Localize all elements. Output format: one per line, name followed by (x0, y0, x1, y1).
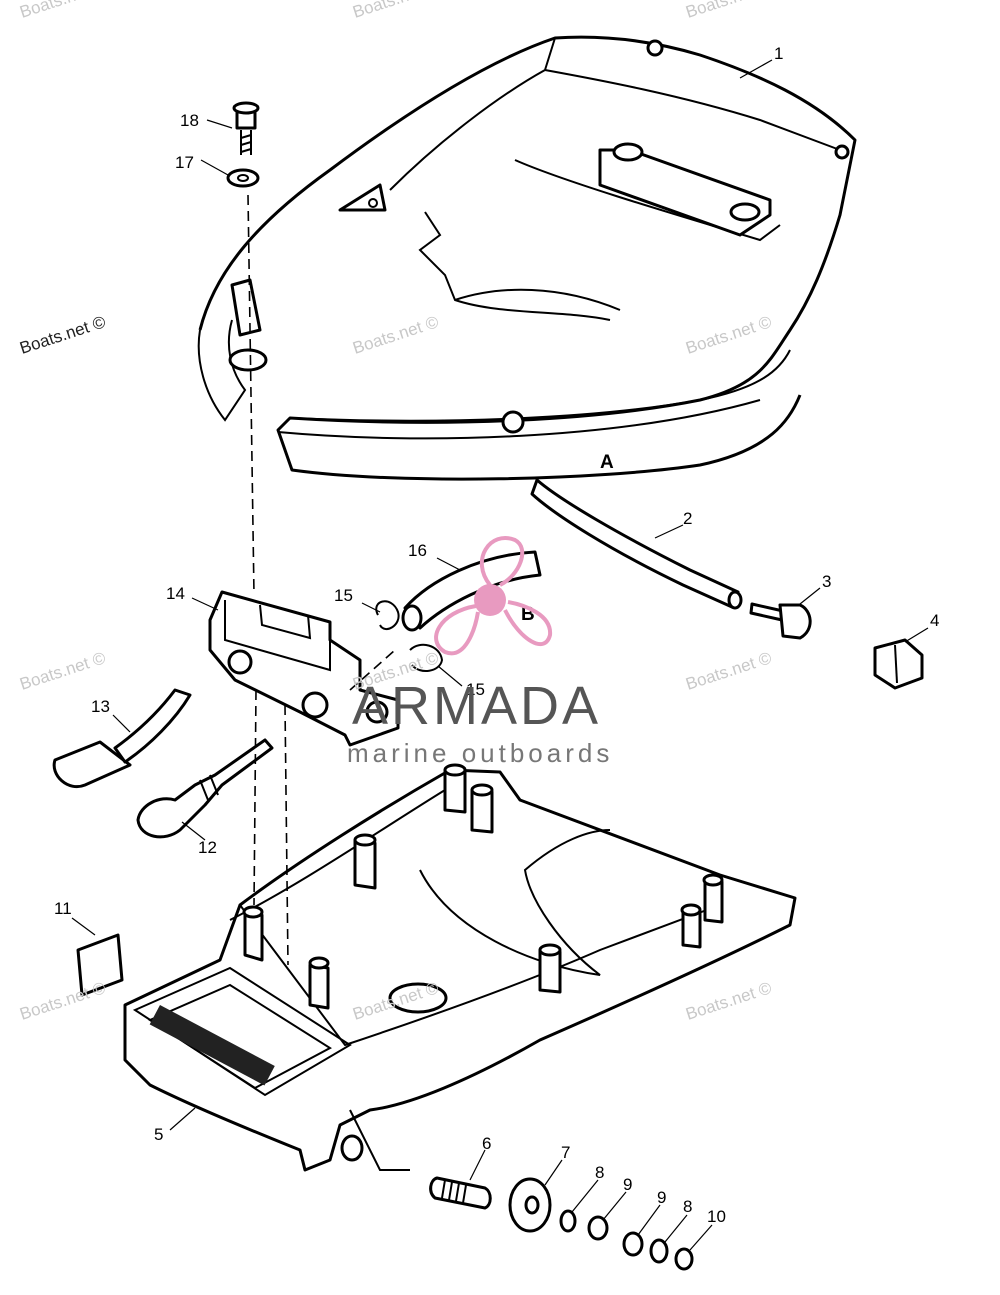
callout-13: 13 (91, 697, 110, 716)
part-4-plug (873, 638, 924, 690)
part-7-washer (508, 1177, 552, 1233)
bosses (242, 763, 724, 1010)
callout-9a: 9 (623, 1175, 632, 1194)
callout-4: 4 (930, 611, 939, 630)
watermark-4: Boats.net © (17, 312, 108, 358)
callout-16: 16 (408, 541, 427, 560)
detail-letter-a: A (600, 452, 614, 473)
callout-5: 5 (154, 1125, 163, 1144)
part-15-clips (375, 600, 444, 672)
part-11-decal (76, 933, 124, 997)
callout-11: 11 (54, 899, 72, 918)
callout-8b: 8 (683, 1197, 692, 1216)
brand-name: ARMADA (352, 676, 601, 736)
callout-17: 17 (175, 153, 194, 172)
leader-lines (71, 59, 929, 1251)
callout-15a: 15 (334, 586, 353, 605)
watermark-2: Boats.net © (350, 0, 441, 22)
callout-3: 3 (822, 572, 831, 591)
watermark-10: Boats.net © (17, 978, 108, 1024)
brand-watermark: ARMADA marine outboards (347, 536, 613, 768)
part-6-stud (429, 1176, 492, 1210)
part-5-bottom-cowl (123, 763, 797, 1172)
part-1-top-cowl (197, 35, 857, 481)
part-16-elbow-hose (401, 550, 542, 632)
part-13-hose-connector (52, 688, 192, 789)
callout-6: 6 (482, 1134, 491, 1153)
watermark-3: Boats.net © (683, 0, 774, 22)
callout-10: 10 (707, 1207, 726, 1226)
callout-14: 14 (166, 584, 185, 603)
part-12-fitting (136, 738, 274, 839)
watermark-9: Boats.net © (683, 648, 774, 694)
brand-tagline: marine outboards (347, 738, 613, 768)
callout-7: 7 (561, 1143, 570, 1162)
part-2-hose (530, 478, 743, 610)
assembly-lines (247, 194, 396, 966)
part-14-bracket (208, 590, 400, 747)
part-3-fitting (749, 602, 812, 640)
callout-1: 1 (774, 44, 783, 63)
parts-17-18-screw-washer (226, 101, 260, 188)
propeller-logo (434, 536, 553, 656)
watermark-1: Boats.net © (17, 0, 108, 22)
callout-15b: 15 (466, 680, 485, 699)
callout-9b: 9 (657, 1188, 666, 1207)
callout-18: 18 (180, 111, 199, 130)
embossed-lettering (149, 1004, 275, 1086)
callout-12: 12 (198, 838, 217, 857)
parts-8-9-10-hardware (559, 1209, 694, 1271)
watermark-7: Boats.net © (17, 648, 108, 694)
callout-8a: 8 (595, 1163, 604, 1182)
callout-labels: 1 2 3 4 5 6 7 8 9 9 8 10 11 12 13 14 15 … (54, 44, 939, 1226)
callout-2: 2 (683, 509, 692, 528)
watermark-12: Boats.net © (683, 978, 774, 1024)
